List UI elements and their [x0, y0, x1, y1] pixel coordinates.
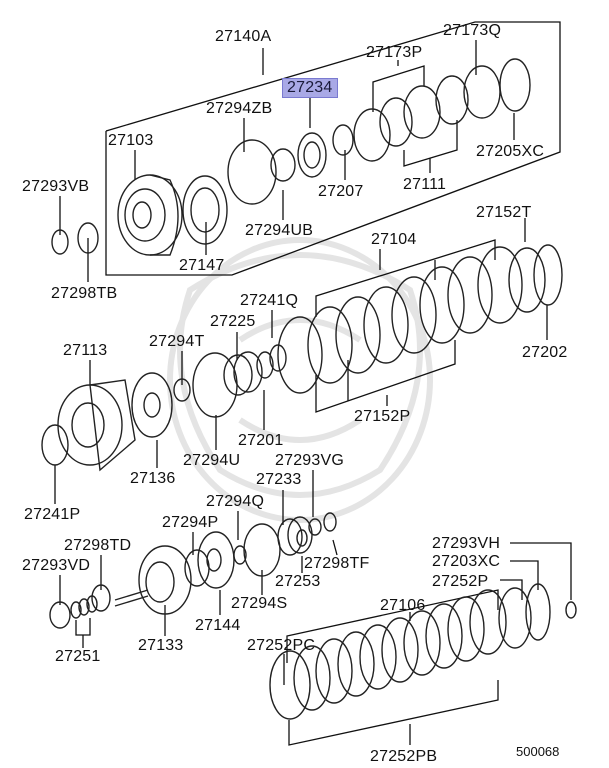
- assembly-box-27140A: [105, 21, 561, 276]
- part-27294T-oring: [173, 378, 191, 402]
- label-27140A[interactable]: 27140A: [215, 28, 272, 45]
- label-27294T[interactable]: 27294T: [149, 333, 205, 350]
- label-27147[interactable]: 27147: [179, 257, 225, 274]
- label-27203XC[interactable]: 27203XC: [432, 553, 501, 570]
- label-27111[interactable]: 27111: [403, 176, 447, 193]
- watermark-logo: [167, 237, 433, 523]
- part-27201-27241Q-rings: [256, 344, 287, 379]
- label-27103[interactable]: 27103: [108, 132, 154, 149]
- label-27234-highlighted[interactable]: 27234: [282, 78, 338, 98]
- part-27293VB-washer: [51, 222, 99, 255]
- label-27241P[interactable]: 27241P: [24, 506, 81, 523]
- label-27294ZB[interactable]: 27294ZB: [206, 100, 273, 117]
- label-27294UB[interactable]: 27294UB: [245, 222, 314, 239]
- parts-27253-27293VG-27298TF: [296, 512, 337, 547]
- label-27113[interactable]: 27113: [63, 342, 108, 359]
- label-27294U[interactable]: 27294U: [183, 452, 241, 469]
- label-27252PB[interactable]: 27252PB: [370, 748, 438, 765]
- part-27294S-oring: [243, 523, 281, 577]
- part-27225-bearing: [223, 351, 263, 396]
- label-27251[interactable]: 27251: [55, 648, 101, 665]
- label-27225[interactable]: 27225: [210, 313, 256, 330]
- label-27104[interactable]: 27104: [371, 231, 417, 248]
- label-27252PC[interactable]: 27252PC: [247, 637, 316, 654]
- leader-lines: [54, 40, 572, 746]
- label-27136[interactable]: 27136: [130, 470, 176, 487]
- label-27133[interactable]: 27133: [138, 637, 184, 654]
- label-27144[interactable]: 27144: [195, 617, 241, 634]
- parts-27173P-27111-plates: [353, 58, 531, 162]
- part-27294P-oring: [184, 549, 210, 587]
- part-27113-drum: [57, 379, 136, 472]
- label-27201[interactable]: 27201: [238, 432, 284, 449]
- parts-27293VD-27251-27298TD: [49, 584, 111, 629]
- label-27298TB[interactable]: 27298TB: [51, 285, 118, 302]
- label-27106[interactable]: 27106: [380, 597, 426, 614]
- label-27207[interactable]: 27207: [318, 183, 364, 200]
- part-27207-snapring: [332, 124, 354, 156]
- label-27293VH[interactable]: 27293VH: [432, 535, 501, 552]
- part-27234-bearing: [297, 132, 327, 178]
- label-27173P[interactable]: 27173P: [366, 44, 423, 61]
- label-27152P[interactable]: 27152P: [354, 408, 411, 425]
- part-27294U-oring: [192, 352, 238, 418]
- label-27294S[interactable]: 27294S: [231, 595, 288, 612]
- figure-number: 500068: [516, 744, 560, 759]
- part-27294Q-oring: [233, 545, 247, 565]
- part-27241P-ring: [41, 424, 69, 466]
- label-27293VG[interactable]: 27293VG: [275, 452, 345, 469]
- part-27133-carrier: [114, 545, 192, 615]
- label-27298TD[interactable]: 27298TD: [64, 537, 132, 554]
- part-27294UB-oring: [270, 148, 296, 182]
- label-27252P[interactable]: 27252P: [432, 573, 489, 590]
- part-27233-bearing: [277, 516, 313, 556]
- label-27294Q[interactable]: 27294Q: [206, 493, 265, 510]
- parts-27106-27252PB-clutch-pack: [269, 583, 577, 720]
- label-27233[interactable]: 27233: [256, 471, 302, 488]
- label-27202[interactable]: 27202: [522, 344, 568, 361]
- part-27294ZB-oring: [227, 139, 277, 205]
- label-27293VB[interactable]: 27293VB: [22, 178, 90, 195]
- label-27298TF[interactable]: 27298TF: [304, 555, 370, 572]
- part-27103-drum: [117, 174, 183, 256]
- label-27152T[interactable]: 27152T: [476, 204, 532, 221]
- part-27144-piston: [197, 531, 235, 589]
- label-27294P[interactable]: 27294P: [162, 514, 219, 531]
- parts-27104-27152P-clutch-pack: [277, 244, 563, 394]
- label-27205XC[interactable]: 27205XC: [476, 143, 545, 160]
- label-27253[interactable]: 27253: [275, 573, 321, 590]
- label-27293VD[interactable]: 27293VD: [22, 557, 91, 574]
- label-27173Q[interactable]: 27173Q: [443, 22, 502, 39]
- label-27241Q[interactable]: 27241Q: [240, 292, 299, 309]
- part-27136-piston: [131, 372, 173, 438]
- part-27147-piston: [182, 175, 228, 245]
